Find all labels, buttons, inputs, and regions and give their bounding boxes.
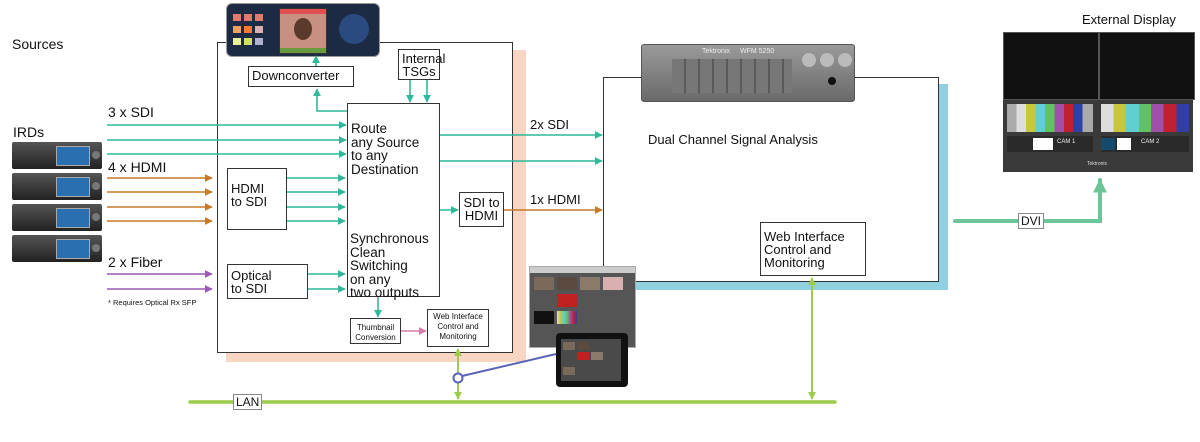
- sdi-input-label: 3 x SDI: [108, 104, 154, 120]
- lan-junction: [452, 372, 464, 384]
- ird-device: [12, 173, 102, 200]
- ird-device: [12, 142, 102, 169]
- analyzer-brand: Tektronix: [702, 48, 731, 55]
- analyzer-web-interface-box: Web Interface Control and Monitoring: [760, 222, 866, 276]
- dvi-wire: [953, 178, 1107, 223]
- optical-footnote: * Requires Optical Rx SFP: [108, 298, 197, 307]
- irds-heading: IRDs: [13, 124, 45, 140]
- thumbnail-conversion-box: Thumbnail Conversion: [350, 318, 401, 344]
- cam2-label: CAM 2: [1141, 139, 1160, 145]
- dvi-label: DVI: [1018, 213, 1045, 229]
- sdi-output-label: 2x SDI: [530, 117, 570, 132]
- analyzer-title: Dual Channel Signal Analysis: [648, 132, 818, 147]
- router-web-interface-box: Web Interface Control and Monitoring: [427, 309, 489, 347]
- hdmi-input-wires: [107, 174, 213, 225]
- ird-device: [12, 204, 102, 231]
- sdi-to-hdmi-box: SDI to HDMI: [459, 192, 504, 227]
- analyzer-model: WFM 5250: [740, 48, 775, 55]
- ird-stack: [12, 142, 102, 264]
- fiber-input-label: 2 x Fiber: [108, 254, 163, 270]
- internal-tsgs-box: Internal TSGs: [398, 49, 445, 80]
- downconverter-box: Downconverter: [248, 66, 354, 87]
- waveform-monitor-image: Tektronix WFM 5250: [641, 44, 855, 102]
- web-ui-tablet-screenshot: [556, 333, 628, 387]
- ird-device: [12, 235, 102, 262]
- tablet-link-wire: [461, 353, 557, 377]
- router-control-panel-image: [226, 3, 380, 57]
- fiber-input-wires: [107, 270, 213, 293]
- external-display-label: External Display: [1082, 12, 1176, 27]
- optical-to-sdi-box: Optical to SDI: [227, 264, 308, 299]
- hdmi-to-sdi-wires: [287, 174, 346, 225]
- route-description: Route any Source to any Destination: [351, 121, 420, 177]
- router-matrix-box: Route any Source to any Destination Sync…: [347, 103, 440, 300]
- lan-label: LAN: [233, 394, 263, 410]
- hdmi-output-label: 1x HDMI: [530, 192, 581, 207]
- sdi-input-wires: [107, 121, 347, 158]
- switching-description: Synchronous Clean Switching on any two o…: [350, 231, 429, 300]
- lan-drops: [454, 277, 816, 400]
- sources-heading: Sources: [12, 36, 64, 52]
- cam1-label: CAM 1: [1057, 139, 1076, 145]
- hdmi-to-sdi-box: HDMI to SDI: [227, 168, 287, 230]
- display-brand: Tektronix: [1087, 161, 1108, 167]
- hdmi-input-label: 4 x HDMI: [108, 159, 167, 175]
- external-display-screen: CAM 1 CAM 2 Tektronix: [1003, 32, 1195, 172]
- optical-to-sdi-wires: [308, 270, 346, 293]
- internal-router-wires: [312, 55, 603, 318]
